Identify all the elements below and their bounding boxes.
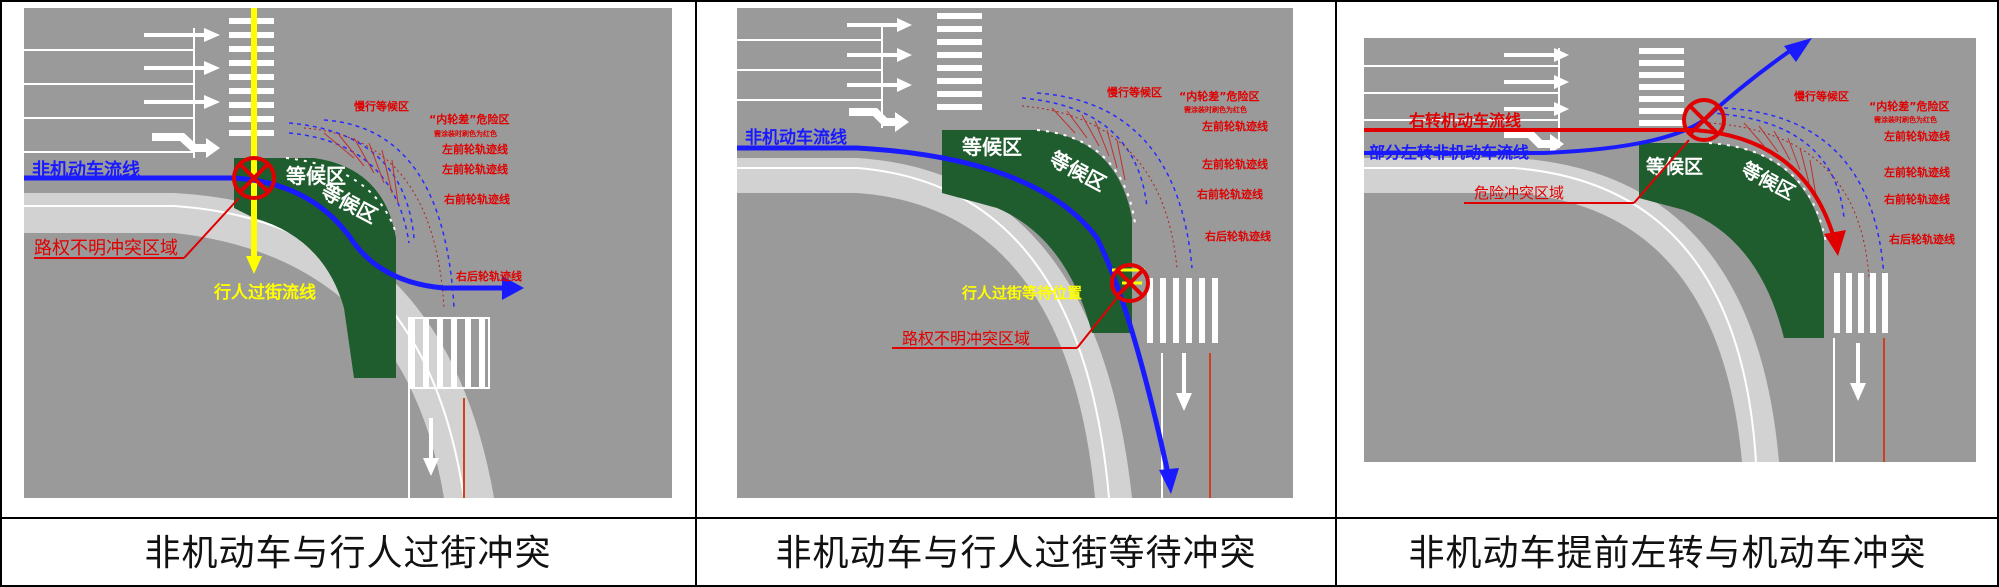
panel-1-bike-flow-label: 非机动车流线 bbox=[32, 159, 140, 181]
panel-1-slow-zone-label: 慢行等候区 bbox=[354, 99, 409, 113]
panel-3-inner-wheel-label: “内轮差”危险区 bbox=[1869, 99, 1949, 113]
panel-3-left-front-label: 左前轮轨迹线 bbox=[1883, 129, 1950, 143]
panel-2-bike-flow-label: 非机动车流线 bbox=[745, 127, 847, 148]
panel-1-wait-label-a: 等候区 bbox=[286, 164, 346, 188]
panel-2-wait-label-a: 等候区 bbox=[962, 135, 1022, 159]
panel-1-right-rear-label: 右后轮轨迹线 bbox=[455, 269, 522, 283]
panel-2-ped-wait-label: 行人过街等待位置 bbox=[961, 284, 1082, 302]
panel-2-right-rear-label: 右后轮轨迹线 bbox=[1204, 229, 1271, 243]
panel-3-left-bike-label: 部分左转非机动车流线 bbox=[1369, 143, 1529, 162]
panel-1-diagram: 等候区 等候区 非机动车流线 路权不明冲突区域 行人过街流线 慢行等候区 “内轮… bbox=[24, 8, 672, 498]
panel-3-left-front2-label: 左前轮轨迹线 bbox=[1883, 165, 1950, 179]
panel-3-right-front-label: 右前轮轨迹线 bbox=[1883, 192, 1950, 206]
panel-2-caption: 非机动车与行人过街等待冲突 bbox=[775, 533, 1257, 574]
panel-3-slow-zone-label: 慢行等候区 bbox=[1794, 89, 1849, 103]
panel-3-right-turn-label: 右转机动车流线 bbox=[1409, 111, 1521, 130]
panel-2-inner-wheel-label: “内轮差”危险区 bbox=[1179, 89, 1259, 103]
panel-2-left-front2-label: 左前轮轨迹线 bbox=[1201, 157, 1268, 171]
panel-3-caption: 非机动车提前左转与机动车冲突 bbox=[1408, 533, 1927, 574]
panel-1-unclear-zone-label: 路权不明冲突区域 bbox=[34, 238, 178, 259]
panel-2-left-front-label: 左前轮轨迹线 bbox=[1201, 119, 1268, 133]
panel-3-diagram: 等候区 等候区 右转机动车流线 部分左转非机动车流线 危险冲突区域 慢行等候区 … bbox=[1364, 38, 1976, 462]
panel-3-wait-label-a: 等候区 bbox=[1645, 155, 1703, 178]
panel-2-diagram: 等候区 等候区 非机动车流线 行人过街等待位置 路权不明冲突区域 慢行等候区 “… bbox=[737, 8, 1293, 498]
panel-1-right-front-label: 右前轮轨迹线 bbox=[443, 192, 510, 206]
panel-1-conflict-icon bbox=[232, 156, 276, 200]
panel-1-inner-wheel-label: “内轮差”危险区 bbox=[429, 112, 509, 126]
panel-3-inner-wheel-note: 需涂装时刷色为红色 bbox=[1874, 115, 1937, 124]
panel-1-pedestrian-label: 行人过街流线 bbox=[213, 282, 316, 303]
panel-1-inner-wheel-note: 需涂装时刷色为红色 bbox=[434, 129, 497, 138]
panel-1-caption: 非机动车与行人过街冲突 bbox=[144, 533, 552, 574]
panel-1-left-front-label: 左前轮轨迹线 bbox=[441, 142, 508, 156]
panel-2-inner-wheel-note: 需涂装时刷色为红色 bbox=[1184, 105, 1247, 114]
panel-1-left-front2-label: 左前轮轨迹线 bbox=[441, 162, 508, 176]
panel-2-slow-zone-label: 慢行等候区 bbox=[1107, 85, 1162, 99]
panel-3-danger-zone-label: 危险冲突区域 bbox=[1474, 184, 1564, 202]
panel-2-right-front-label: 右前轮轨迹线 bbox=[1196, 187, 1263, 201]
panel-2-unclear-zone-label: 路权不明冲突区域 bbox=[902, 329, 1030, 348]
panel-2-conflict-icon bbox=[1110, 263, 1150, 303]
panel-3-right-rear-label: 右后轮轨迹线 bbox=[1888, 232, 1955, 246]
panel-3-conflict-icon bbox=[1682, 98, 1726, 142]
